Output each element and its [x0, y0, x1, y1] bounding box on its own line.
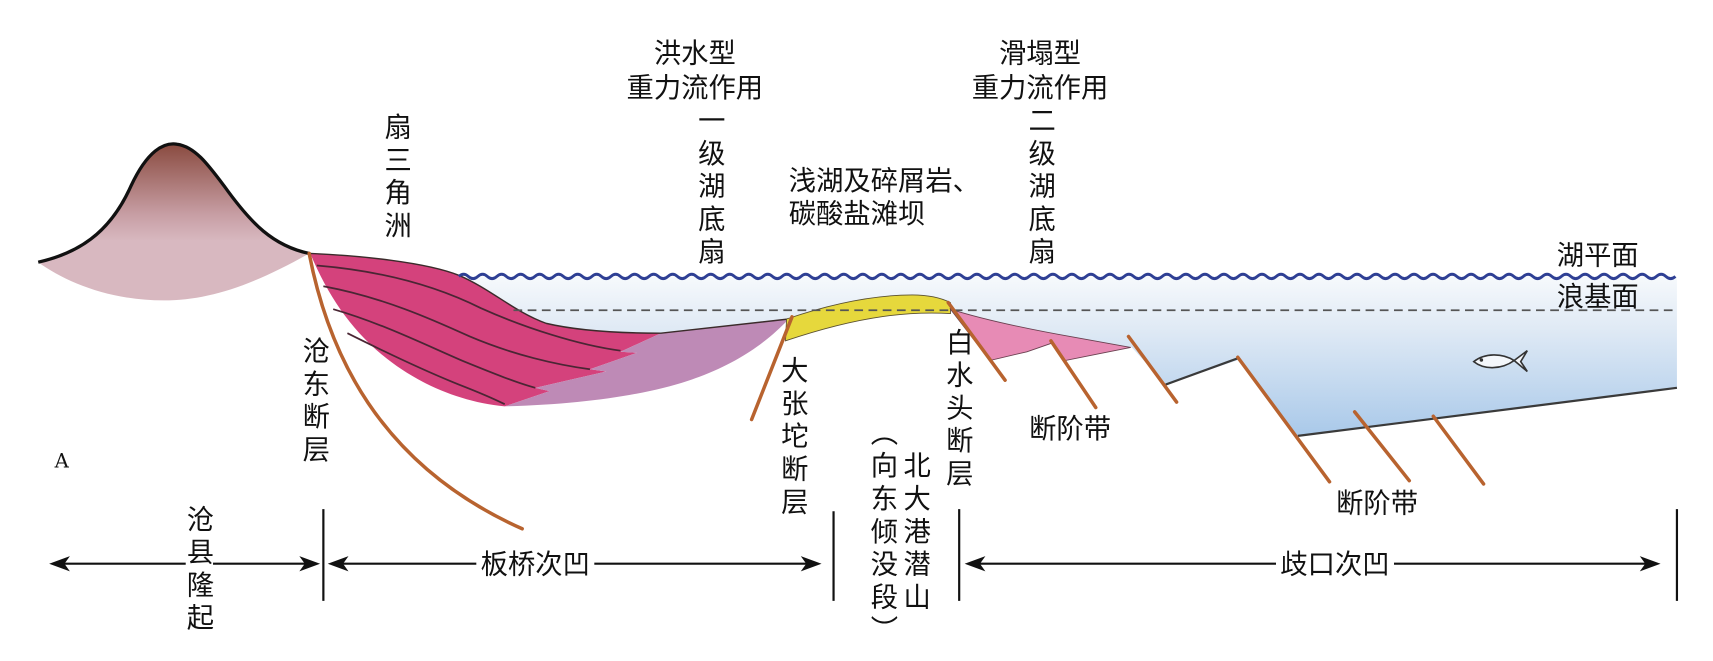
beidagang-note-label: （向东倾没段）	[866, 417, 899, 648]
arrowhead-left	[49, 556, 70, 572]
baishuitou-fault-line	[946, 300, 1007, 382]
arrowhead-left	[964, 556, 986, 572]
step-fault-zone-label: 断阶带	[1029, 412, 1112, 445]
beidagang-hill-label: 北大港潜山	[899, 450, 932, 615]
arrowhead-right	[800, 556, 822, 572]
shoal-label: 碳酸盐滩坝	[788, 197, 926, 229]
first-order-fan-body	[504, 319, 789, 407]
fan-delta-bedding	[316, 264, 621, 405]
bedding-line	[347, 332, 506, 405]
qikou-sag-label: 歧口次凹	[1276, 550, 1395, 578]
step-fault-line	[1431, 414, 1486, 486]
step-fault-zone-label: 断阶带	[1336, 486, 1419, 519]
fan-delta-body	[310, 253, 661, 407]
carbonate-shoal-body	[785, 294, 951, 342]
lake-level-label: 湖平面	[1556, 238, 1639, 271]
banqiao-sag-label: 板桥次凹	[476, 550, 595, 578]
step-fault-line	[1352, 410, 1412, 483]
arrowhead-left	[327, 556, 349, 572]
gravity-flow-label: 重力流作用	[971, 71, 1109, 104]
baishuitou-fault-label: 白水头断层	[942, 327, 974, 492]
first-order-fan-label: 一级湖底扇	[694, 105, 726, 270]
step-fault-line	[1126, 334, 1179, 404]
cangdong-fault-label: 沧东断层	[298, 335, 331, 468]
wave-base-label: 浪基面	[1556, 280, 1639, 312]
cangdong-fault-line	[307, 251, 524, 531]
fan-delta-label: 扇三角洲	[380, 111, 413, 244]
lake-floor-surface	[310, 252, 789, 334]
second-order-fan-label: 二级湖底扇	[1024, 105, 1057, 270]
arrowhead-right	[299, 556, 321, 572]
cangxian-uplift-label: 沧县隆起	[183, 499, 215, 640]
bedding-line	[332, 308, 536, 389]
bedding-line	[323, 285, 591, 371]
cangxian-uplift-body	[38, 143, 310, 301]
flood-type-label: 洪水型	[653, 36, 736, 69]
fault-block-floor	[1297, 386, 1678, 437]
lake-water	[458, 275, 1677, 436]
arrowhead-right	[1639, 556, 1661, 572]
faults	[307, 251, 1486, 531]
step-fault-line	[1049, 339, 1098, 410]
gravity-flow-label: 重力流作用	[626, 71, 764, 104]
fish-tail	[1512, 350, 1528, 373]
step-fault-line	[1236, 355, 1332, 484]
dazhangtuo-fault-line	[749, 315, 794, 422]
fish-eye	[1479, 358, 1484, 362]
fault-block-floor	[1165, 357, 1239, 386]
cangxian-uplift-outline	[37, 142, 310, 264]
bedding-line	[316, 264, 621, 352]
panel-letter: A	[54, 450, 69, 474]
slump-type-label: 滑塌型	[999, 36, 1082, 69]
lake-level-wave	[457, 272, 1677, 280]
region-axis	[49, 509, 1679, 601]
fish-icon	[1472, 350, 1528, 373]
shallow-lake-label: 浅湖及碎屑岩、	[788, 164, 980, 197]
dazhangtuo-fault-label: 大张坨断层	[777, 355, 809, 520]
